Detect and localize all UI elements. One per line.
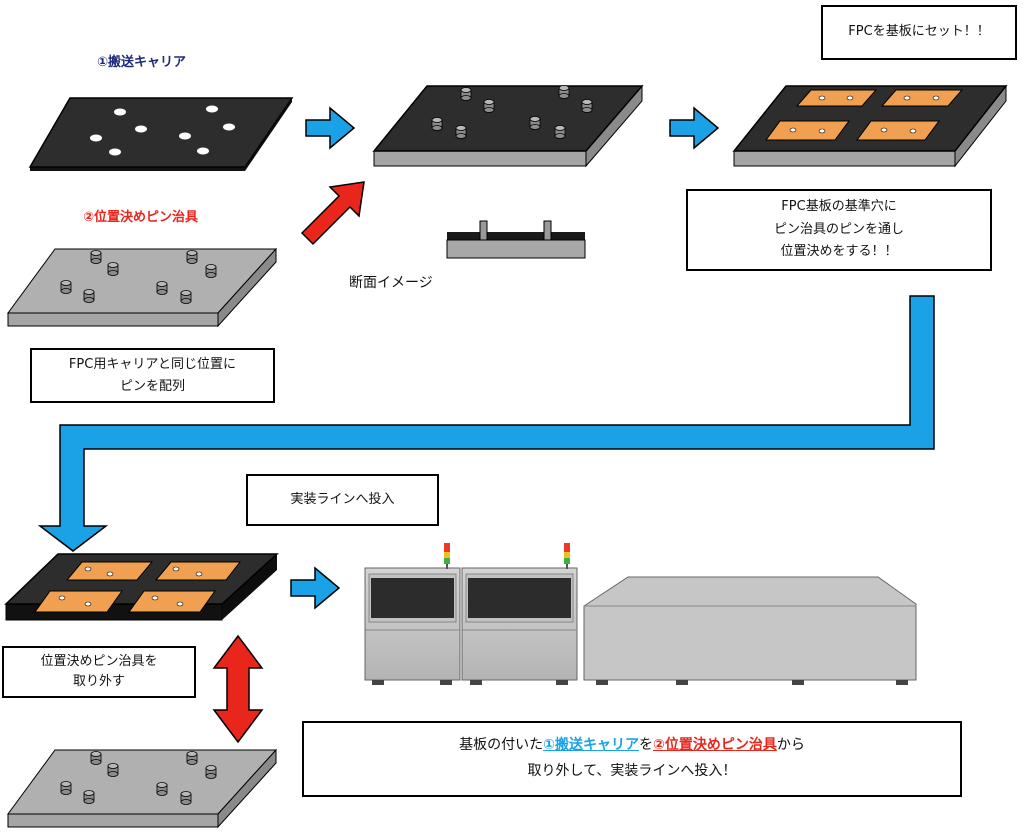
remove-jig-line-2: 取り外す	[72, 674, 125, 689]
pin	[186, 250, 198, 264]
carrier-holes	[90, 105, 235, 156]
pin	[529, 116, 541, 130]
pin	[156, 782, 168, 796]
fpc-board	[856, 120, 940, 141]
fpc-board	[154, 561, 242, 581]
final-jig-highlight: ②位置決めピン治具	[653, 737, 777, 754]
machine-1	[364, 543, 461, 685]
pin	[205, 765, 217, 779]
jig-pins-bottom	[60, 751, 217, 805]
pin-jig-plate-top	[7, 247, 278, 328]
carrier-title: ①搬送キャリア	[97, 55, 187, 70]
pin	[83, 289, 95, 303]
pin	[460, 87, 472, 101]
line-input-text: 実装ラインへ投入	[290, 491, 395, 507]
positioning-line-1: FPC基板の基準穴に	[781, 198, 897, 214]
positioning-line-2: ピン治具のピンを通し	[773, 221, 904, 237]
fpc-plate-top	[732, 84, 1008, 168]
remove-jig-box: 位置決めピン治具を 取り外す	[2, 646, 196, 698]
pin-jig-plate-bottom	[7, 748, 278, 829]
pin	[205, 264, 217, 278]
set-fpc-text: FPCを基板にセット！！	[848, 24, 990, 40]
carrier-plate	[28, 97, 294, 171]
pin	[156, 281, 168, 295]
reflow-oven	[583, 576, 917, 685]
jig-title: ②位置決めピン治具	[83, 210, 199, 225]
arrow-diagonal-icon	[300, 181, 365, 246]
fpc-board	[765, 120, 850, 141]
fpc-boards-bottom	[34, 561, 242, 613]
pin	[60, 280, 72, 294]
pin	[107, 262, 119, 276]
pin	[483, 99, 495, 113]
elbow-arrow-icon	[37, 295, 935, 552]
remove-jig-line-1: 位置決めピン治具を	[40, 653, 158, 669]
pin	[558, 85, 570, 99]
pin	[431, 117, 443, 131]
final-line-2: 取り外して、実装ラインへ投入！	[527, 763, 737, 779]
pin	[186, 751, 198, 765]
cross-section	[446, 220, 586, 259]
positioning-box: FPC基板の基準穴に ピン治具のピンを通し 位置決めをする！！	[686, 189, 992, 271]
final-step-box: 基板の付いた①搬送キャリアを②位置決めピン治具から 取り外して、実装ラインへ投入…	[302, 721, 962, 797]
arrow-right-icon	[290, 566, 341, 610]
jig-pins	[60, 250, 217, 304]
pin	[581, 99, 593, 113]
signal-tower-icon	[564, 543, 570, 569]
fpc-board	[34, 590, 123, 613]
pin-layout-box: FPC用キャリアと同じ位置に ピンを配列	[30, 348, 275, 403]
mounting-line	[364, 543, 917, 685]
pin-layout-line-1: FPC用キャリアと同じ位置に	[68, 357, 237, 373]
cross-section-caption: 断面イメージ	[349, 275, 433, 291]
combined-plate	[372, 84, 644, 168]
fpc-boards	[765, 89, 964, 141]
fpc-board	[795, 89, 878, 107]
positioning-line-3: 位置決めをする！！	[780, 244, 898, 260]
fpc-board	[128, 590, 216, 613]
fpc-board	[880, 89, 964, 107]
double-arrow-icon	[212, 634, 264, 744]
pin	[83, 790, 95, 804]
pin	[455, 125, 467, 139]
fpc-board	[65, 561, 154, 581]
pin	[180, 791, 192, 805]
set-fpc-box: FPCを基板にセット！！	[821, 5, 1017, 60]
pin-layout-line-2: ピンを配列	[119, 378, 185, 394]
line-input-box: 実装ラインへ投入	[246, 474, 439, 526]
pin	[180, 290, 192, 304]
signal-tower-icon	[444, 543, 450, 569]
pin	[60, 781, 72, 795]
machine-2	[461, 543, 578, 685]
arrow-right-icon	[669, 106, 720, 150]
combined-pins	[431, 85, 593, 139]
final-carrier-highlight: ①搬送キャリア	[543, 737, 639, 754]
fpc-plate-bottom	[4, 553, 279, 621]
pin	[90, 751, 102, 765]
arrow-right-icon	[305, 106, 356, 150]
final-line-1: 基板の付いた①搬送キャリアを②位置決めピン治具から	[459, 737, 805, 754]
pin	[554, 125, 566, 139]
pin	[90, 250, 102, 264]
pin	[107, 763, 119, 777]
